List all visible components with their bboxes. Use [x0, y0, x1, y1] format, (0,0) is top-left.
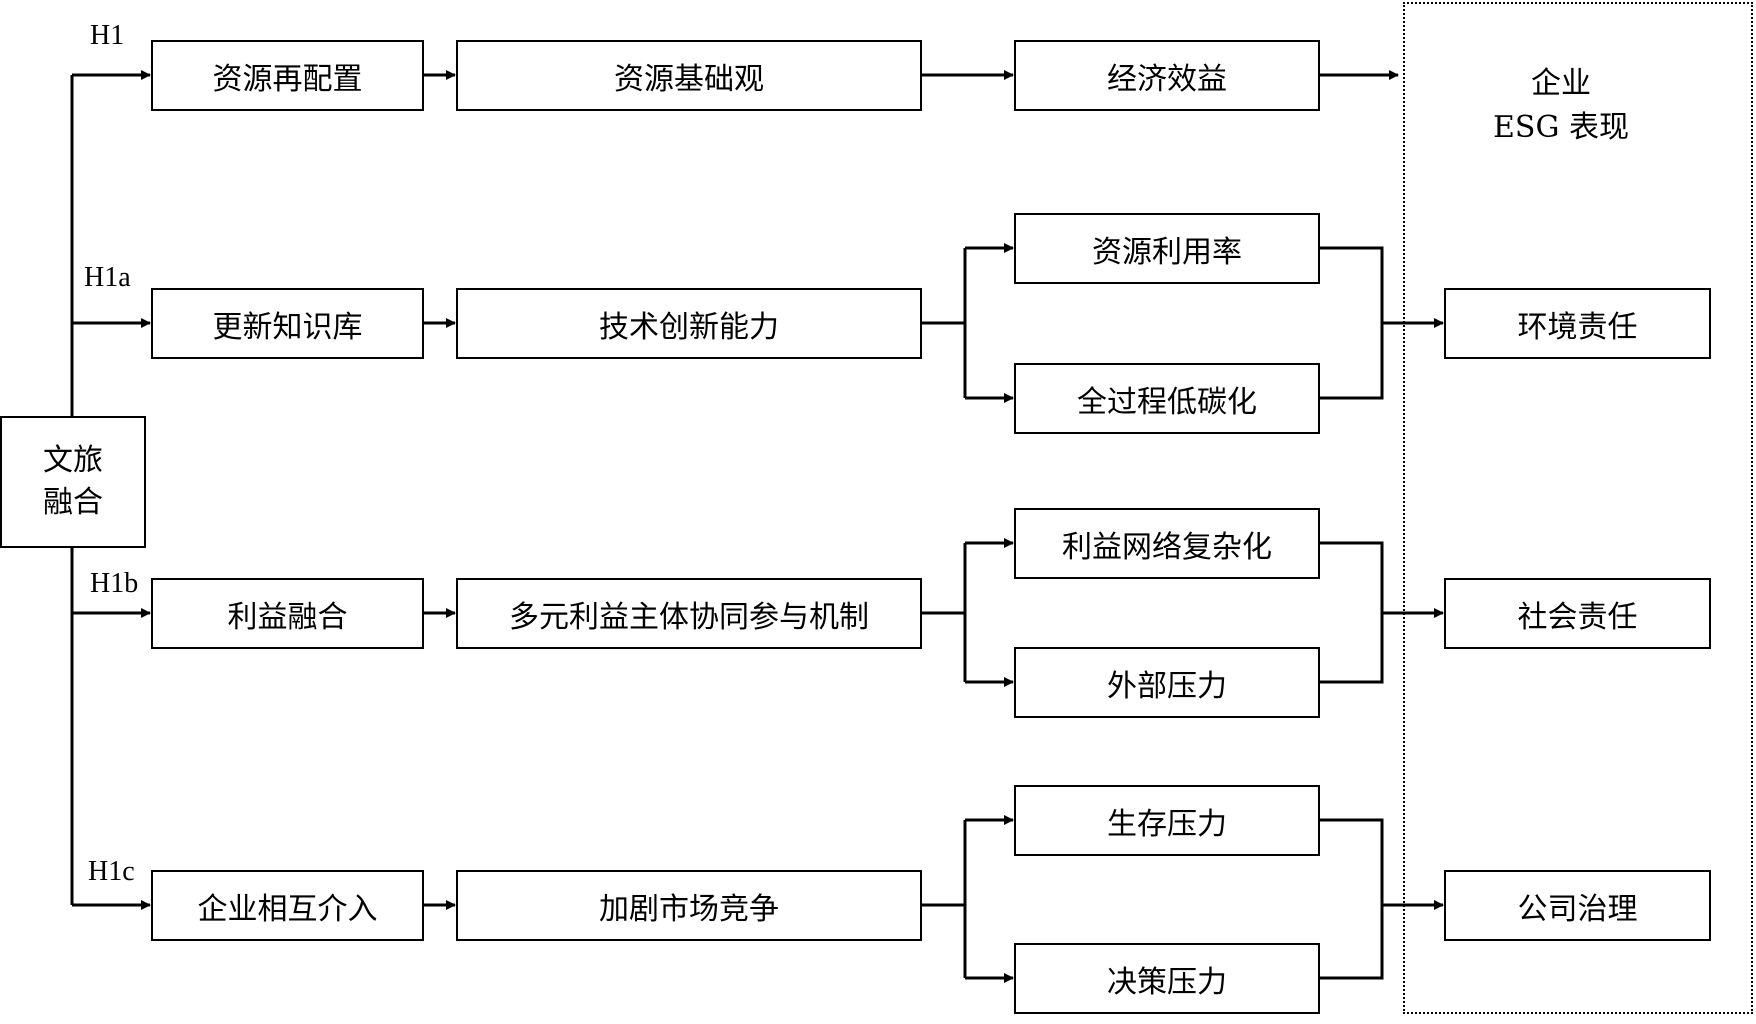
esg-title: 企业 ESG 表现: [1403, 62, 1719, 150]
source-box: 文旅 融合: [0, 416, 146, 548]
box-resource-reallocation: 资源再配置: [151, 40, 424, 111]
box-social-responsibility: 社会责任: [1444, 578, 1711, 649]
box-corporate-governance: 公司治理: [1444, 870, 1711, 941]
box-external-pressure: 外部压力: [1014, 647, 1320, 718]
box-economic-benefit: 经济效益: [1014, 40, 1320, 111]
box-interest-integration: 利益融合: [151, 578, 424, 649]
box-resource-utilization: 资源利用率: [1014, 213, 1320, 284]
esg-title-line2: ESG 表现: [1493, 110, 1629, 145]
box-knowledge-update: 更新知识库: [151, 288, 424, 359]
label-h1c: H1c: [88, 856, 135, 887]
box-survival-pressure: 生存压力: [1014, 785, 1320, 856]
fork-h1a: [920, 248, 967, 398]
source-line2: 融合: [43, 485, 103, 520]
label-h1a: H1a: [84, 262, 131, 293]
box-mutual-involvement: 企业相互介入: [151, 870, 424, 941]
box-low-carbon: 全过程低碳化: [1014, 363, 1320, 434]
box-environmental-responsibility: 环境责任: [1444, 288, 1711, 359]
label-h1: H1: [90, 20, 125, 51]
esg-title-line1: 企业: [1531, 66, 1591, 101]
source-line1: 文旅: [43, 443, 103, 478]
box-resource-based-view: 资源基础观: [456, 40, 922, 111]
fork-h1c: [920, 820, 967, 978]
box-tech-innovation: 技术创新能力: [456, 288, 922, 359]
fork-h1b: [920, 543, 967, 682]
box-interest-network: 利益网络复杂化: [1014, 508, 1320, 579]
label-h1b: H1b: [90, 568, 139, 599]
box-decision-pressure: 决策压力: [1014, 943, 1320, 1014]
esg-region: [1403, 2, 1753, 1014]
box-multi-stakeholder: 多元利益主体协同参与机制: [456, 578, 922, 649]
box-market-competition: 加剧市场竞争: [456, 870, 922, 941]
